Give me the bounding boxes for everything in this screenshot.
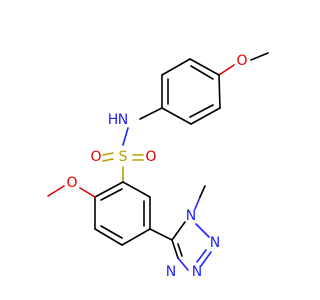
bond [94,228,123,246]
sulfonyl-group [102,152,144,183]
bond [190,65,214,80]
bond [161,107,192,125]
tetrazole-n4-label: N [166,264,176,280]
bond [121,228,151,246]
oxygen-atom-label: O [236,53,247,69]
bond [161,58,191,76]
bond [100,188,123,201]
nitrogen-atom-label: N [118,112,128,128]
bond [102,152,114,156]
hydrogen-atom-label: H [108,112,119,128]
methoxy-oxygen-label: O [66,175,77,191]
molecule-structure: O N H S O O O N N N N [47,52,269,280]
top-methoxy-group [218,52,269,76]
bond [139,107,163,120]
tetrazole-n2-label: N [210,235,220,251]
tetrazole-n1-label: N [186,208,196,224]
bond [196,249,207,263]
bond [218,64,235,76]
bond [177,243,183,257]
bond [250,52,269,61]
bond [199,185,206,198]
sulfonyl-oxygen-right-label: O [145,149,156,165]
lower-benzene-ring [94,181,151,246]
sulfur-atom-label: S [119,149,128,165]
tetrazole-n3-label: N [192,264,202,280]
bond [200,251,212,267]
bond [149,228,173,241]
bond [194,196,201,210]
bond [171,221,186,241]
sulfonyl-oxygen-left-label: O [90,149,101,165]
bond [189,104,214,118]
bond [171,239,179,259]
top-benzene-ring [161,58,221,125]
bond [122,181,151,198]
bond [102,158,114,162]
bond [79,187,96,198]
bond [47,185,65,197]
left-methoxy-group [47,185,96,198]
bond [190,107,221,125]
tetrazole-ring [171,221,212,271]
bond [189,58,220,76]
bond [218,74,221,109]
bond [100,225,123,239]
bond [177,257,189,271]
bond [94,181,124,198]
bond [122,127,129,146]
bond [195,223,210,238]
